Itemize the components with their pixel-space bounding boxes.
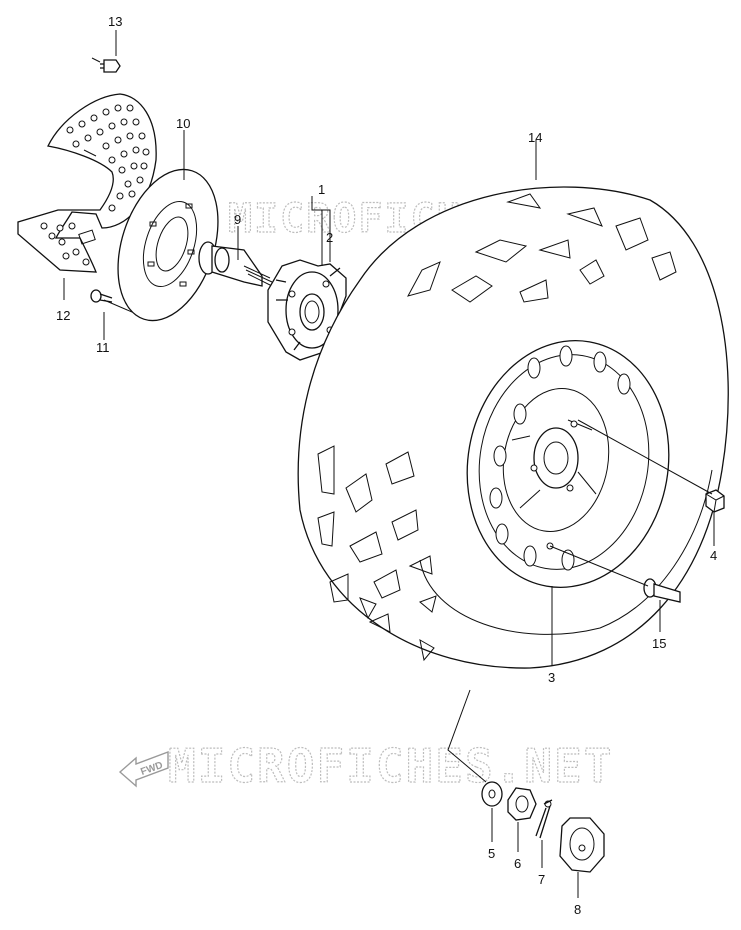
part-label-3: 3 — [548, 670, 555, 685]
watermark-text-bottom: MICROFICHES.NET — [168, 739, 613, 793]
nut-4 — [705, 489, 725, 513]
hub-cap-8 — [559, 817, 605, 873]
castle-nut-6 — [507, 787, 537, 821]
part-label-11: 11 — [96, 340, 110, 355]
washer-5 — [481, 781, 503, 807]
part-label-15: 15 — [652, 636, 666, 651]
stud-bolt-15 — [643, 578, 681, 603]
part-label-6: 6 — [514, 856, 521, 871]
part-labels: 13 10 9 1 2 12 11 14 4 15 3 5 6 7 8 — [56, 14, 717, 917]
axle-shaft — [198, 241, 273, 287]
part-label-7: 7 — [538, 872, 545, 887]
part-label-9: 9 — [234, 212, 241, 227]
part-label-10: 10 — [176, 116, 190, 131]
part-label-1: 1 — [318, 182, 325, 197]
wheel-hub — [267, 259, 349, 361]
part-label-12: 12 — [56, 308, 70, 323]
part-label-5: 5 — [488, 846, 495, 861]
cotter-pin-7 — [535, 799, 553, 839]
part-label-2: 2 — [326, 230, 333, 245]
leader-lines — [63, 30, 715, 898]
brake-disc-cover — [17, 93, 157, 273]
part-label-13: 13 — [108, 14, 122, 29]
watermark-bottom: MICROFICHES.NET — [167, 738, 613, 793]
part-label-14: 14 — [528, 130, 542, 145]
bolt-11 — [90, 289, 113, 303]
cover-perforations — [40, 104, 150, 266]
fwd-arrow-icon: FWD — [118, 750, 169, 788]
part-label-8: 8 — [574, 902, 581, 917]
part-label-4: 4 — [710, 548, 717, 563]
tire-tread — [317, 193, 677, 662]
screw-13 — [100, 59, 121, 73]
